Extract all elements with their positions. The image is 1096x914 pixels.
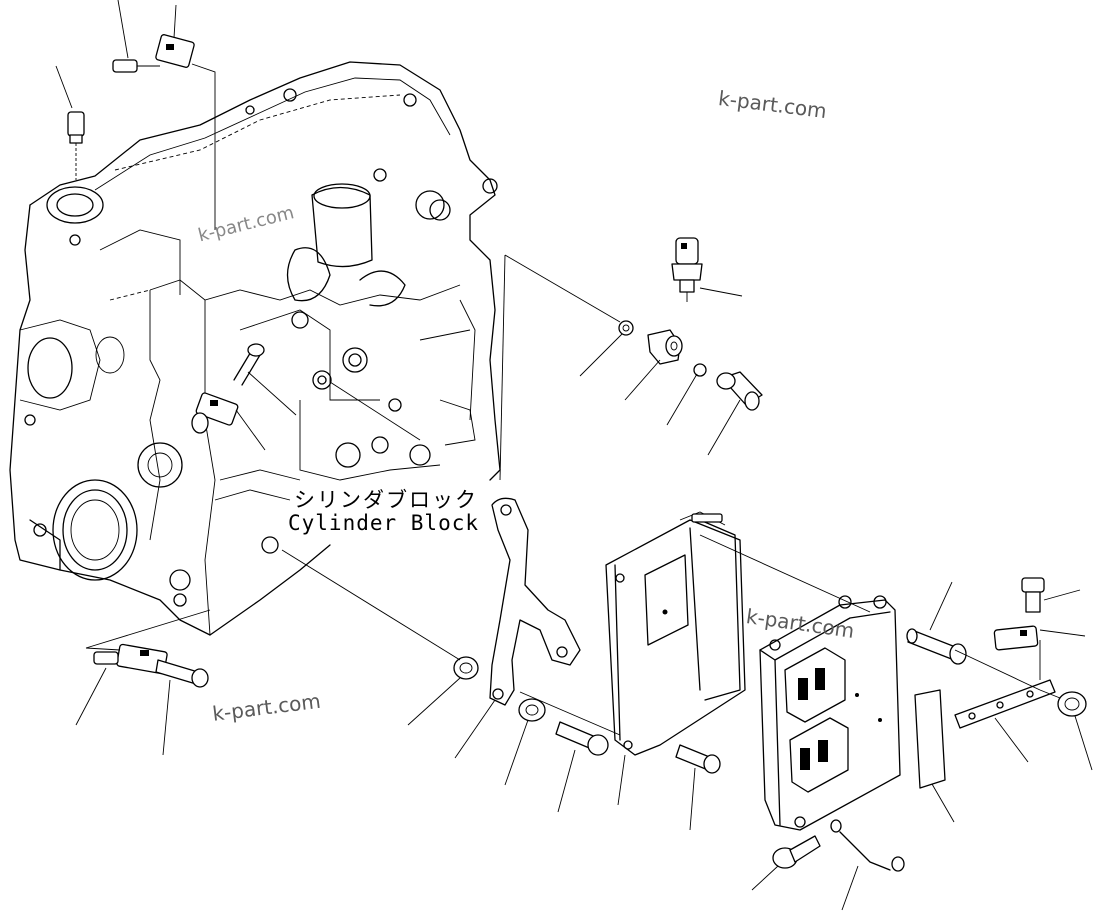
engine-block: [9, 61, 501, 636]
caution-label-sheet: [914, 689, 946, 789]
ecm-cover-plate: [605, 511, 746, 756]
oil-pipe-fitting: [233, 343, 265, 386]
flange-nut-right: [1057, 691, 1087, 717]
cylinder-block-label-jp: シリンダブロック: [292, 484, 480, 514]
flange-bolt-center: [555, 721, 609, 756]
pressure-sensor: [671, 237, 703, 302]
sealing-washer-2: [693, 363, 707, 377]
cover-bolt: [675, 744, 721, 774]
cylinder-block-label-en: Cylinder Block: [286, 511, 482, 535]
top-speed-sensor: [112, 34, 216, 230]
bolt-lower-left: [155, 659, 209, 688]
leader-lines: [55, 0, 1093, 911]
bottom-flange-bolt: [772, 835, 821, 869]
small-bolt-upper-right: [1021, 577, 1045, 613]
elbow-adapter: [647, 329, 683, 365]
sensor-bracket-strap: [954, 679, 1056, 729]
ecm-bracket: [489, 497, 581, 706]
banjo-bolt: [716, 371, 763, 411]
block-position-sensor: [191, 392, 239, 434]
engine-controller-ecm: [759, 595, 901, 831]
ecm-long-bolt: [906, 628, 967, 665]
spacer-collar: [453, 656, 479, 680]
sealing-washer-1: [618, 320, 634, 336]
coolant-temp-sensor: [67, 111, 85, 180]
rubber-mount: [518, 698, 546, 722]
speed-sensor-right: [993, 625, 1041, 680]
ground-wire: [830, 819, 905, 872]
